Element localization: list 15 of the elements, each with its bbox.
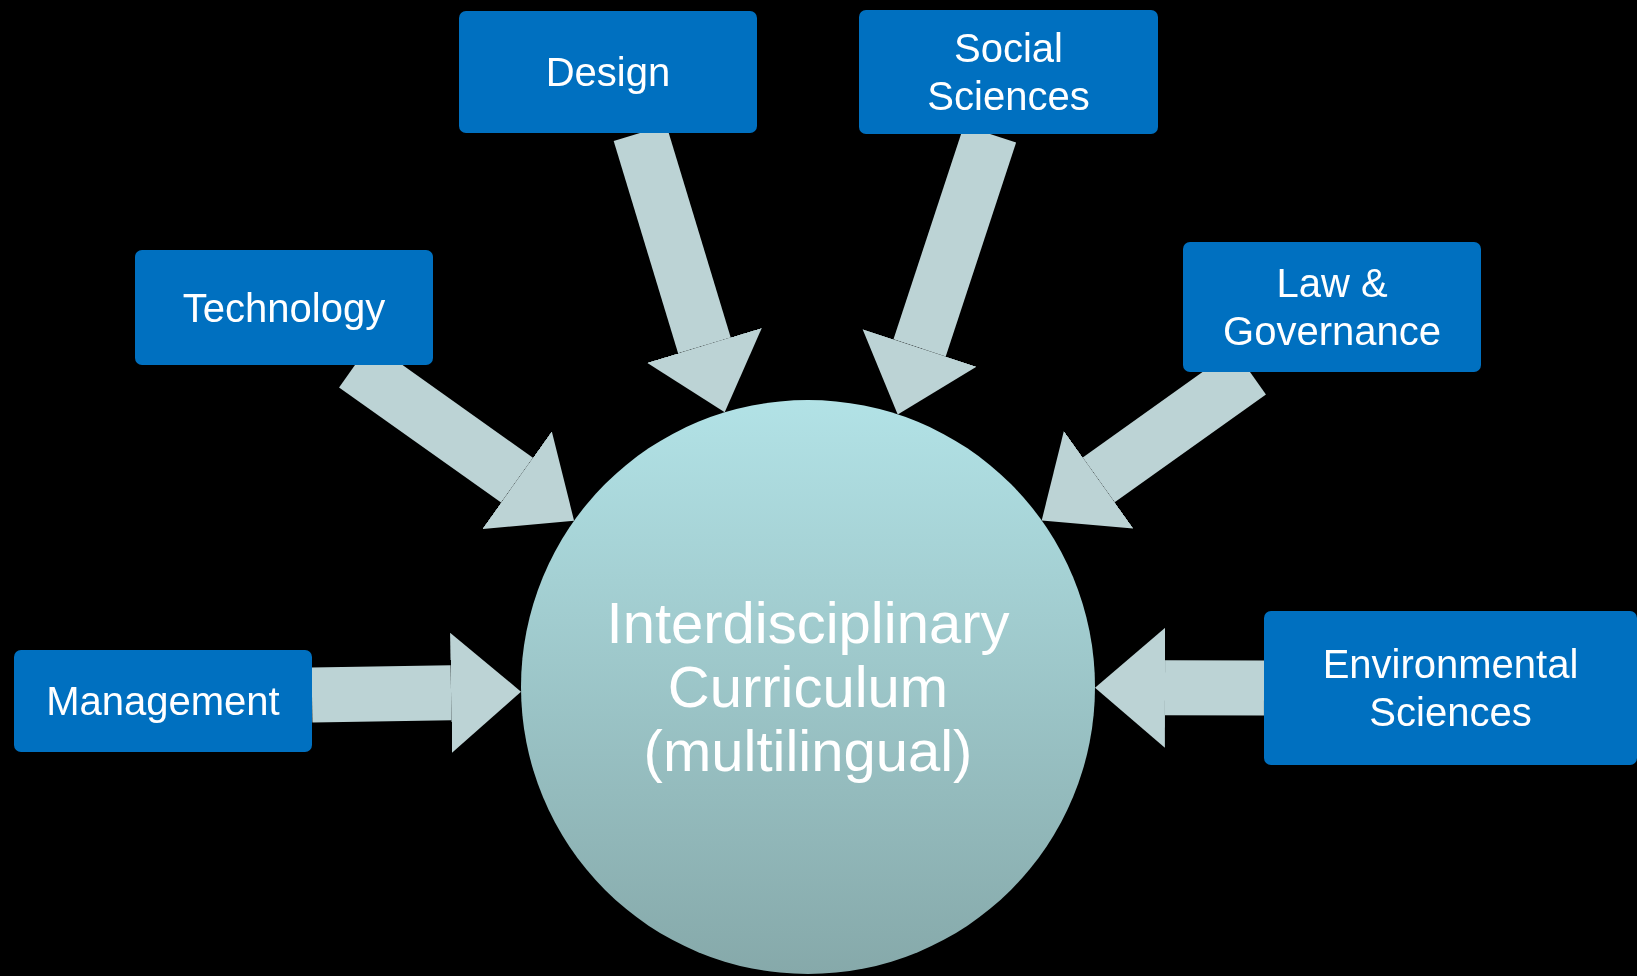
- node-label: Interdisciplinary Curriculum (multilingual): [605, 591, 1011, 783]
- block-arrow: [311, 632, 522, 753]
- node-label: Design: [545, 49, 671, 96]
- topic-box: [1264, 611, 1637, 765]
- node-label: Social Sciences: [926, 25, 1091, 120]
- topic-box: [135, 250, 433, 365]
- node-label: Management: [46, 678, 280, 725]
- topic-box: [14, 650, 312, 752]
- block-arrow: [1095, 627, 1265, 748]
- topic-box: [1183, 242, 1481, 372]
- node-label: Law & Governance: [1222, 260, 1442, 355]
- topic-box: [859, 10, 1158, 134]
- node-label: Environmental Sciences: [1321, 641, 1580, 736]
- node-label: Technology: [182, 284, 386, 332]
- topic-box: [459, 11, 757, 133]
